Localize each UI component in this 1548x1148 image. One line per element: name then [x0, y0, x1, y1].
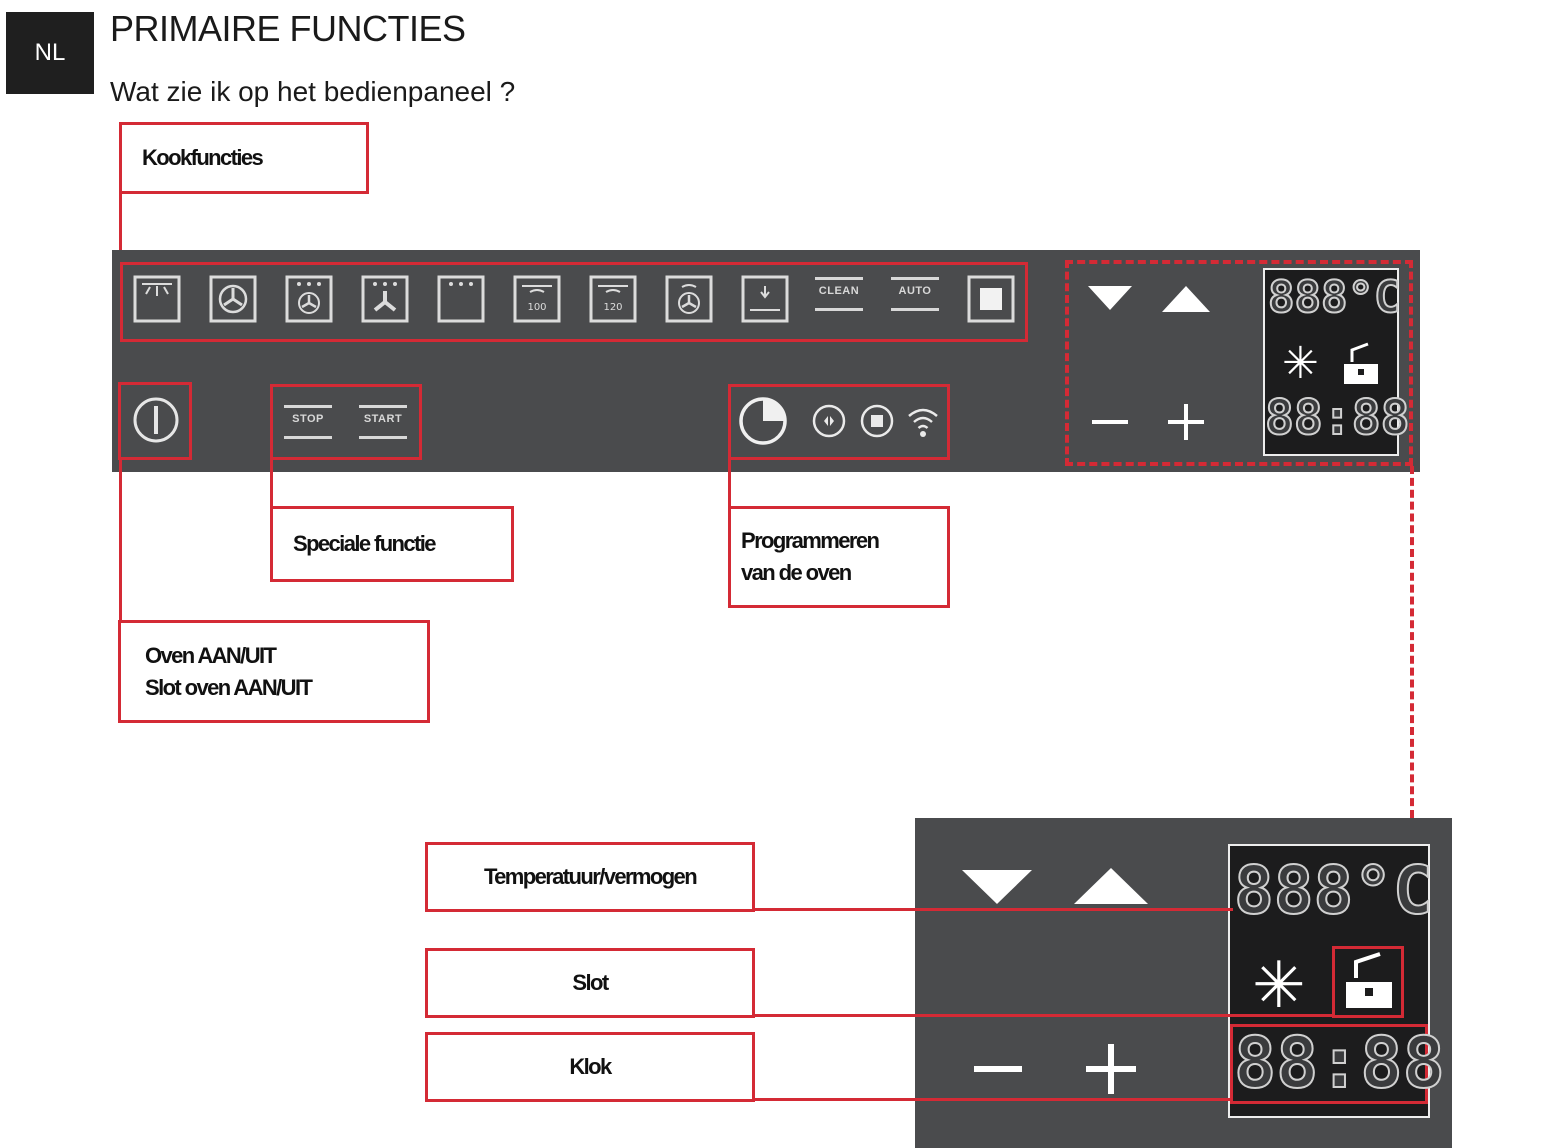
page-title: PRIMAIRE FUNCTIES — [110, 8, 466, 49]
programming-highlight — [728, 384, 950, 460]
detail-arrow-down-icon — [962, 870, 1032, 906]
timer-icon[interactable] — [738, 396, 788, 446]
detail-arrow-up-icon — [1074, 868, 1148, 904]
leader-line-cooking — [119, 194, 122, 252]
grill-120-icon[interactable]: 120 — [588, 272, 638, 326]
leader-line-lock — [755, 1014, 1335, 1017]
callout-special-label: Speciale functie — [293, 531, 437, 556]
callout-special-function: Speciale functie — [270, 506, 514, 582]
start-button[interactable]: START — [355, 405, 411, 439]
cooling-fan-icon: ✳ — [1282, 339, 1319, 388]
minus-icon[interactable] — [1092, 420, 1128, 424]
leader-line-power — [119, 460, 122, 622]
adjust-controls-highlight — [1065, 260, 1413, 466]
bottom-heat-icon[interactable] — [740, 272, 790, 326]
temperature-display: 888°C — [1267, 271, 1401, 324]
callout-programming-line2: van de oven — [741, 560, 852, 585]
page-subtitle: Wat zie ik op het bedienpaneel ? — [110, 76, 516, 107]
callout-power-line2: Slot oven AAN/UIT — [145, 674, 313, 700]
stop-square-icon[interactable] — [966, 272, 1016, 326]
lock-highlight — [1332, 946, 1404, 1018]
svg-text:100: 100 — [527, 302, 546, 313]
plus-icon[interactable] — [1168, 404, 1204, 440]
detail-plus-icon — [1086, 1044, 1136, 1094]
detail-temperature-display: 888°C — [1233, 851, 1434, 930]
callout-lock: Slot — [425, 948, 755, 1018]
callout-temperature: Temperatuur/vermogen — [425, 842, 755, 912]
detail-cooling-fan-icon: ✳ — [1252, 949, 1306, 1021]
language-tab: NL — [6, 12, 94, 94]
language-label: NL — [34, 39, 66, 66]
clean-key[interactable]: CLEAN — [811, 277, 867, 311]
stop-button[interactable]: STOP — [280, 405, 336, 439]
callout-cooking-label: Kookfuncties — [142, 145, 264, 170]
top-fan-icon[interactable] — [284, 272, 334, 326]
lock-icon — [1340, 342, 1382, 386]
leader-line-special — [270, 460, 273, 508]
detail-minus-icon — [974, 1066, 1022, 1072]
auto-key[interactable]: AUTO — [887, 277, 943, 311]
callout-programming-line1: Programmeren — [741, 528, 880, 553]
special-function-highlight — [270, 384, 422, 460]
detail-lock-icon — [1340, 952, 1398, 1012]
detail-display-panel — [1228, 844, 1430, 1118]
callout-programming: Programmeren van de oven — [728, 506, 950, 608]
leader-line-detail — [1410, 466, 1414, 818]
detail-clock-display: 88:88 — [1233, 1021, 1446, 1105]
leader-line-temperature — [755, 908, 1233, 911]
leader-line-clock — [755, 1098, 1233, 1101]
cooking-functions-highlight — [120, 262, 1028, 342]
clock-display: 88:88 — [1264, 389, 1410, 447]
grill-100-icon[interactable]: 100 — [512, 272, 562, 326]
callout-power: Oven AAN/UIT Slot oven AAN/UIT — [118, 620, 430, 723]
clock-highlight — [1230, 1024, 1428, 1104]
leader-line-programming — [728, 460, 731, 508]
svg-text:120: 120 — [603, 302, 622, 313]
callout-clock-label: Klok — [569, 1054, 612, 1079]
fan-icon[interactable] — [208, 272, 258, 326]
grill-icon[interactable] — [436, 272, 486, 326]
callout-clock: Klok — [425, 1032, 755, 1102]
callout-power-line1: Oven AAN/UIT — [145, 642, 277, 668]
turbo-icon[interactable] — [360, 272, 410, 326]
callout-temperature-label: Temperatuur/vermogen — [483, 864, 698, 889]
display-panel — [1263, 268, 1399, 456]
defrost-icon[interactable] — [664, 272, 714, 326]
arrow-down-icon[interactable] — [1088, 286, 1132, 312]
program-icon[interactable] — [812, 404, 846, 438]
top-heat-icon[interactable] — [132, 272, 182, 326]
wifi-icon[interactable] — [906, 402, 940, 440]
stop-program-icon[interactable] — [860, 404, 894, 438]
callout-cooking-functions: Kookfuncties — [119, 122, 369, 194]
power-icon[interactable] — [131, 395, 181, 445]
arrow-up-icon[interactable] — [1162, 286, 1210, 312]
callout-lock-label: Slot — [572, 970, 609, 995]
power-highlight — [118, 382, 192, 460]
